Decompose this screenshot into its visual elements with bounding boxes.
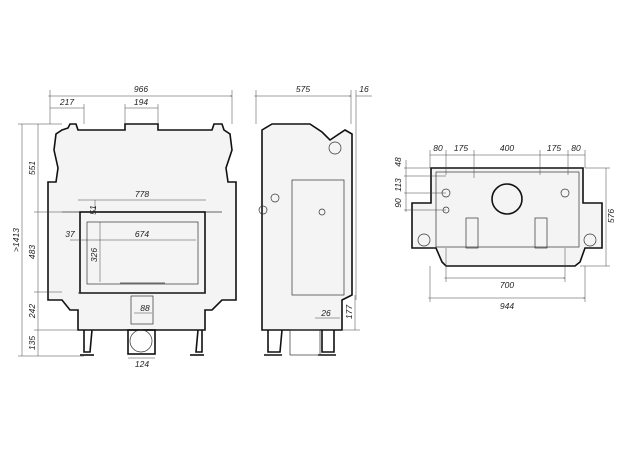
dim-top-width: 944: [500, 301, 514, 311]
dim-height-upper: 551: [27, 161, 37, 175]
dim-height-door: 483: [27, 245, 37, 259]
dim-flue-width: 194: [134, 97, 148, 107]
dim-pipe-diameter: 124: [135, 359, 149, 369]
dim-spacing-1: 80: [433, 143, 443, 153]
dim-door-width: 778: [135, 189, 149, 199]
dim-hole-spacing: 700: [500, 280, 514, 290]
dim-base-offset: 26: [320, 308, 331, 318]
dim-air-inlet: 88: [140, 303, 150, 313]
dim-glass-width: 674: [135, 229, 149, 239]
dim-spacing-2: 175: [454, 143, 468, 153]
dim-top-depth: 576: [606, 209, 616, 223]
dim-glass-side: 37: [65, 229, 75, 239]
dim-vert-3: 90: [393, 198, 403, 208]
dim-height-total: >1413: [11, 228, 21, 252]
dim-vert-1: 48: [393, 157, 403, 167]
side-view: 575 16 26 177: [256, 84, 372, 356]
dim-frame-depth: 16: [359, 84, 369, 94]
dim-base-height: 177: [344, 305, 354, 319]
dim-depth: 575: [296, 84, 310, 94]
top-view: 80 175 400 175 80 48 113 90 576 700 944: [393, 143, 616, 311]
dim-spacing-5: 80: [571, 143, 581, 153]
dim-spacing-4: 175: [547, 143, 561, 153]
dim-spacing-3: 400: [500, 143, 514, 153]
dim-door-top: 51: [88, 205, 98, 215]
front-view: 966 217 194 778 51 37 674 326 88 124 551…: [11, 84, 237, 369]
dim-height-base: 242: [27, 304, 37, 319]
dim-height-legs: 135: [27, 336, 37, 350]
dim-vert-2: 113: [393, 178, 403, 192]
dim-offset-left: 217: [59, 97, 74, 107]
dim-width-total: 966: [134, 84, 148, 94]
dim-glass-height: 326: [89, 248, 99, 262]
